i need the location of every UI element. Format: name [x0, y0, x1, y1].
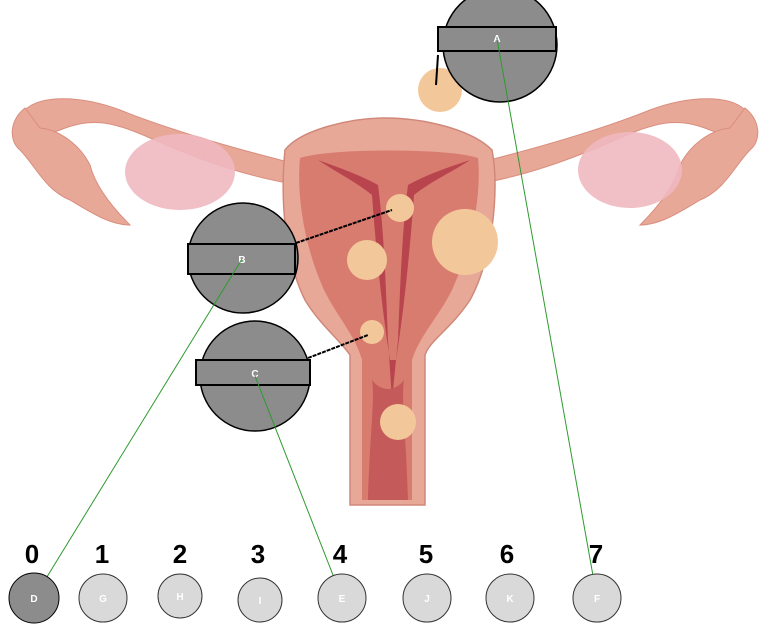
- slot-1[interactable]: 1 G: [79, 539, 127, 622]
- slot-3-number: 3: [251, 539, 265, 569]
- slot-6[interactable]: 6 K: [486, 539, 534, 622]
- subserosal-fibroid-right: [432, 209, 498, 275]
- slot-5[interactable]: 5 J: [403, 539, 451, 622]
- slot-0[interactable]: 0 D: [9, 539, 59, 623]
- connector-B-D: [34, 259, 242, 598]
- intramural-fibroid-upper: [386, 194, 414, 222]
- slot-0-label: D: [30, 594, 37, 605]
- connector-A-F: [497, 39, 597, 598]
- slot-4[interactable]: 4 E: [318, 539, 366, 622]
- callout-C[interactable]: C: [196, 321, 310, 431]
- slot-1-number: 1: [95, 539, 109, 569]
- slot-4-label: E: [339, 594, 346, 605]
- right-ovary: [578, 132, 682, 208]
- slot-2-number: 2: [173, 539, 187, 569]
- cervical-fibroid: [360, 320, 384, 344]
- slot-1-label: G: [99, 594, 107, 605]
- slot-7-label: F: [594, 594, 600, 605]
- callout-B-label: B: [238, 255, 245, 266]
- callout-C-label: C: [251, 369, 258, 380]
- slot-2-label: H: [176, 592, 183, 603]
- left-ovary: [125, 134, 235, 210]
- cervical-canal: [368, 380, 408, 500]
- vaginal-fibroid: [380, 404, 416, 440]
- slot-4-number: 4: [333, 539, 348, 569]
- slot-3[interactable]: 3 I: [238, 539, 282, 622]
- intramural-fibroid-left: [347, 240, 387, 280]
- slot-5-label: J: [424, 594, 430, 605]
- slot-6-label: K: [506, 594, 514, 605]
- slot-6-number: 6: [500, 539, 514, 569]
- slot-7[interactable]: 7 F: [573, 539, 621, 622]
- callout-B[interactable]: B: [188, 203, 298, 313]
- slot-2[interactable]: 2 H: [158, 539, 202, 618]
- slot-5-number: 5: [419, 539, 433, 569]
- uterus-illustration: [12, 68, 758, 505]
- slot-0-number: 0: [25, 539, 39, 569]
- slot-7-number: 7: [589, 539, 603, 569]
- slot-3-label: I: [259, 596, 262, 607]
- answer-slots: 0 D 1 G 2 H 3 I 4 E 5 J 6: [9, 539, 621, 623]
